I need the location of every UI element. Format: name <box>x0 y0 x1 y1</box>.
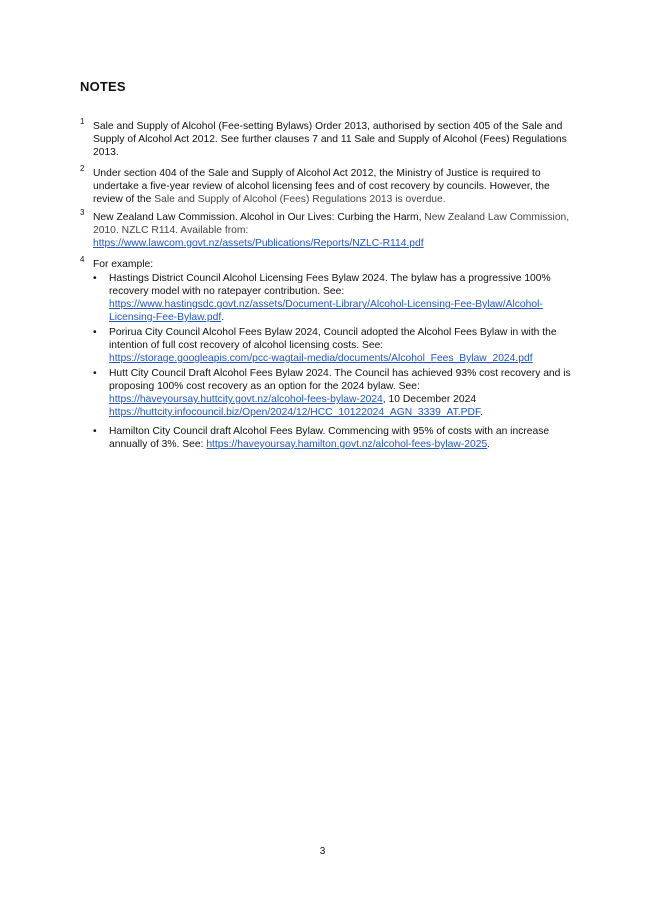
hamilton-bylaw-link[interactable]: https://haveyoursay.hamilton.govt.nz/alc… <box>206 439 488 450</box>
note-text-grey: New Zealand Law Commission, 2010. NZLC R… <box>93 212 570 236</box>
note-number: 3 <box>80 208 85 217</box>
list-item-after: . <box>480 407 483 418</box>
list-item-hutt: • Hutt City Council Draft Alcohol Fees B… <box>93 367 575 419</box>
note-2: 2 Under section 404 of the Sale and Supp… <box>80 164 575 206</box>
note-3: 3 New Zealand Law Commission. Alcohol in… <box>80 208 575 250</box>
hutt-consultation-link[interactable]: https://haveyoursay.huttcity.govt.nz/alc… <box>109 394 383 405</box>
note-intro: For example: <box>93 259 154 270</box>
note-text-main: Under section 404 of the Sale and Supply… <box>93 168 550 205</box>
note-1: 1 Sale and Supply of Alcohol (Fee-settin… <box>80 117 575 159</box>
note-number: 1 <box>80 117 85 126</box>
note-number: 2 <box>80 164 85 173</box>
list-item-text: Hamilton City Council draft Alcohol Fees… <box>109 426 550 450</box>
hastings-bylaw-link[interactable]: https://www.hastingsdc.govt.nz/assets/Do… <box>109 299 543 323</box>
note-4: 4 For example: • Hastings District Counc… <box>80 255 575 453</box>
hutt-agenda-link[interactable]: https://huttcity.infocouncil.biz/Open/20… <box>109 407 481 418</box>
example-list: • Hastings District Council Alcohol Lice… <box>93 272 575 451</box>
lawcom-report-link[interactable]: https://www.lawcom.govt.nz/assets/Public… <box>93 238 424 249</box>
list-item-hastings: • Hastings District Council Alcohol Lice… <box>93 272 575 324</box>
list-item-text: Hastings District Council Alcohol Licens… <box>109 273 551 297</box>
note-text-grey: Sale and Supply of Alcohol (Fees) Regula… <box>154 194 446 205</box>
note-text: Sale and Supply of Alcohol (Fee-setting … <box>93 121 567 158</box>
list-item-porirua: • Porirua City Council Alcohol Fees Byla… <box>93 326 575 365</box>
note-text: Under section 404 of the Sale and Supply… <box>93 167 575 206</box>
list-item-after: . <box>221 312 225 323</box>
list-item-text: Hutt City Council Draft Alcohol Fees Byl… <box>109 368 571 392</box>
list-item-hamilton: • Hamilton City Council draft Alcohol Fe… <box>93 425 575 451</box>
note-number: 4 <box>80 255 85 264</box>
bullet-icon: • <box>93 426 97 437</box>
bullet-icon: • <box>93 327 97 338</box>
note-text: New Zealand Law Commission. Alcohol in O… <box>93 211 575 250</box>
bullet-icon: • <box>93 368 97 379</box>
note-text-main: New Zealand Law Commission. Alcohol in O… <box>93 212 425 223</box>
list-item-text: Porirua City Council Alcohol Fees Bylaw … <box>109 327 557 351</box>
porirua-bylaw-link[interactable]: https://storage.googleapis.com/pcc-wagta… <box>109 353 533 364</box>
note-text: For example: • Hastings District Council… <box>93 258 575 451</box>
list-item-mid: , 10 December 2024 <box>382 394 477 405</box>
list-item-after: . <box>487 439 491 450</box>
bullet-icon: • <box>93 273 97 284</box>
page-number: 3 <box>319 846 326 857</box>
notes-heading: NOTES <box>80 79 126 94</box>
